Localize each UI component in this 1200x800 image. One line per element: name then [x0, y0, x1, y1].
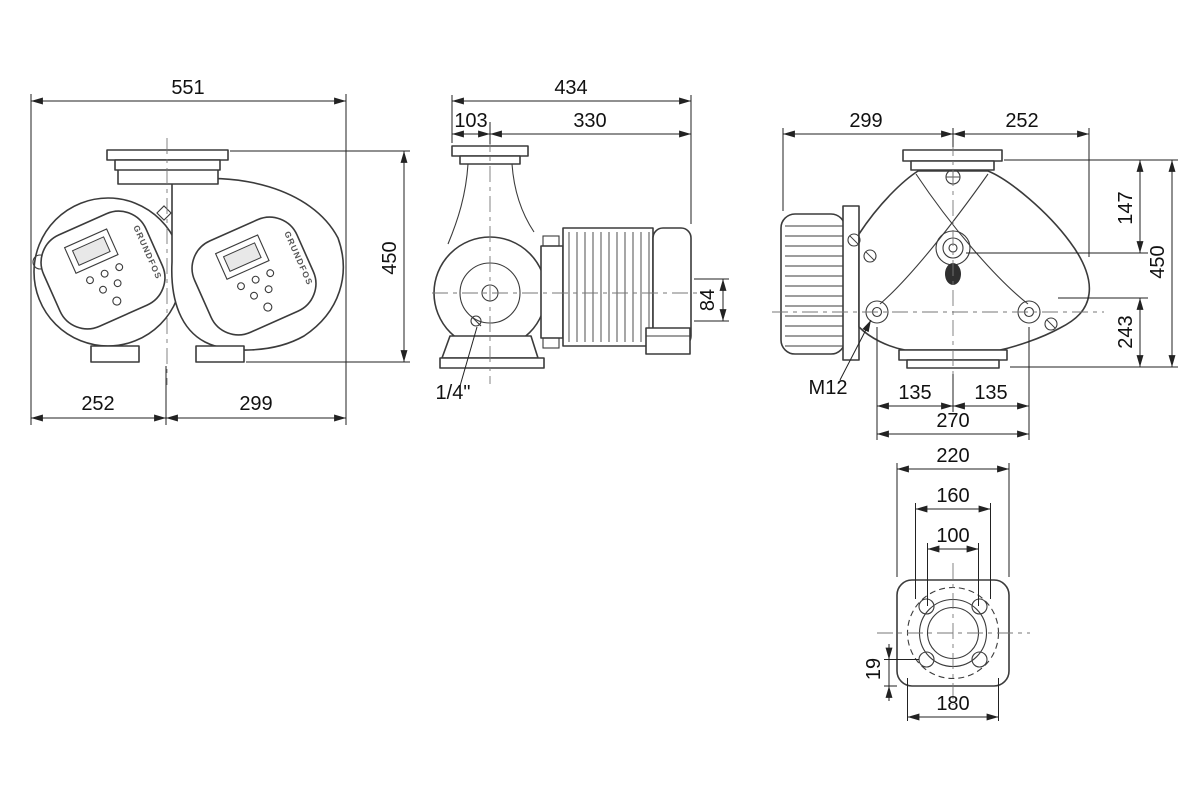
- flange-dimensions: 220 160 100 19 180: [863, 445, 1010, 721]
- side-pipe-right: [511, 163, 535, 233]
- front-view: GRUNDFOS GRUNDFOS 551: [30, 77, 410, 425]
- side-dimensions: 434 103 330 84 1/4": [436, 77, 729, 404]
- dim-label-434: 434: [554, 77, 587, 99]
- side-clamp-ring: [540, 245, 564, 339]
- front-foot-right: [195, 345, 245, 363]
- side-pump-outline: [433, 145, 692, 369]
- control-box-body: [191, 216, 317, 336]
- vent-screw-icon: [1044, 317, 1058, 331]
- dim-label-drain-port: 1/4": [436, 382, 471, 404]
- dim-label-252-front: 252: [81, 393, 114, 415]
- dim-label-243: 243: [1115, 315, 1137, 348]
- side-terminal-box: [645, 327, 691, 355]
- front-pump-outline: GRUNDFOS GRUNDFOS: [32, 149, 345, 363]
- dim-label-450-back: 450: [1147, 245, 1169, 278]
- power-button-icon: [263, 302, 273, 312]
- drain-plug: [470, 315, 482, 327]
- back-view: 299 252 147 450 243 M12 135 135 270: [772, 110, 1178, 440]
- button-icon: [250, 291, 258, 300]
- bolt-hole: [918, 598, 935, 615]
- dim-label-180: 180: [936, 693, 969, 715]
- drain-plug-slot: [470, 315, 482, 327]
- front-top-flange-lower: [114, 159, 221, 171]
- display-inner: [71, 236, 111, 267]
- dim-label-299-back: 299: [849, 110, 882, 132]
- power-button-icon: [112, 296, 122, 306]
- control-box-body: [40, 210, 166, 330]
- dim-label-100: 100: [936, 525, 969, 547]
- back-motor-fins: [785, 225, 843, 347]
- button-icon: [99, 285, 107, 294]
- button-icon: [251, 275, 260, 284]
- clamp-bolt-bottom: [542, 337, 560, 349]
- motor-cooling-fins: [568, 232, 650, 342]
- vent-screw-icon: [863, 249, 877, 263]
- drain-port-leader: [459, 326, 478, 387]
- dim-label-330: 330: [573, 110, 606, 132]
- dim-label-551: 551: [171, 77, 204, 99]
- dim-label-220: 220: [936, 445, 969, 467]
- dim-label-19: 19: [863, 658, 885, 680]
- dim-label-84: 84: [697, 289, 719, 311]
- back-body: [858, 170, 1091, 351]
- dim-label-450-front: 450: [379, 241, 401, 274]
- back-dimensions: 299 252 147 450 243 M12 135 135 270: [782, 110, 1178, 440]
- side-foot-base: [439, 357, 545, 369]
- back-motor-face-flange: [842, 205, 860, 361]
- back-pump-outline: [780, 149, 1091, 369]
- front-top-flange: [106, 149, 229, 161]
- display-screen: [214, 234, 270, 280]
- bolt-hole: [971, 598, 988, 615]
- back-top-flange: [902, 149, 1003, 162]
- button-icon: [115, 263, 124, 272]
- dim-label-299-front: 299: [239, 393, 272, 415]
- m12-leader: [839, 319, 872, 381]
- back-neck-line-right: [879, 173, 989, 305]
- clamp-bolt-top: [542, 235, 560, 247]
- dim-label-147: 147: [1115, 191, 1137, 224]
- button-icon: [237, 282, 245, 291]
- flange-view: 220 160 100 19 180: [863, 445, 1030, 721]
- side-motor-body: [562, 227, 654, 347]
- dim-label-270: 270: [936, 410, 969, 432]
- back-neck-line-left: [915, 173, 1029, 305]
- front-foot-left: [90, 345, 140, 363]
- dim-label-135-left: 135: [898, 382, 931, 404]
- dim-label-103: 103: [454, 110, 487, 132]
- button-icon: [86, 276, 94, 285]
- dim-label-m12: M12: [809, 377, 848, 399]
- front-control-box-left: GRUNDFOS: [40, 210, 166, 330]
- display-inner: [222, 242, 262, 273]
- vent-screw-icon: [847, 233, 861, 247]
- display-screen: [63, 228, 119, 274]
- button-icon: [100, 269, 109, 278]
- dim-label-252-back: 252: [1005, 110, 1038, 132]
- dim-label-160: 160: [936, 485, 969, 507]
- front-vent-plug: [156, 205, 172, 221]
- button-icon: [264, 285, 273, 294]
- button-icon: [266, 269, 275, 278]
- dim-label-135-right: 135: [974, 382, 1007, 404]
- bolt-hole: [971, 651, 988, 668]
- back-top-flange-lower: [910, 160, 995, 171]
- side-view: 434 103 330 84 1/4": [432, 77, 729, 404]
- back-motor-end: [780, 213, 846, 355]
- button-icon: [113, 279, 122, 288]
- side-pipe-left: [447, 163, 469, 245]
- front-dimensions: 551 450 252 299: [30, 77, 410, 425]
